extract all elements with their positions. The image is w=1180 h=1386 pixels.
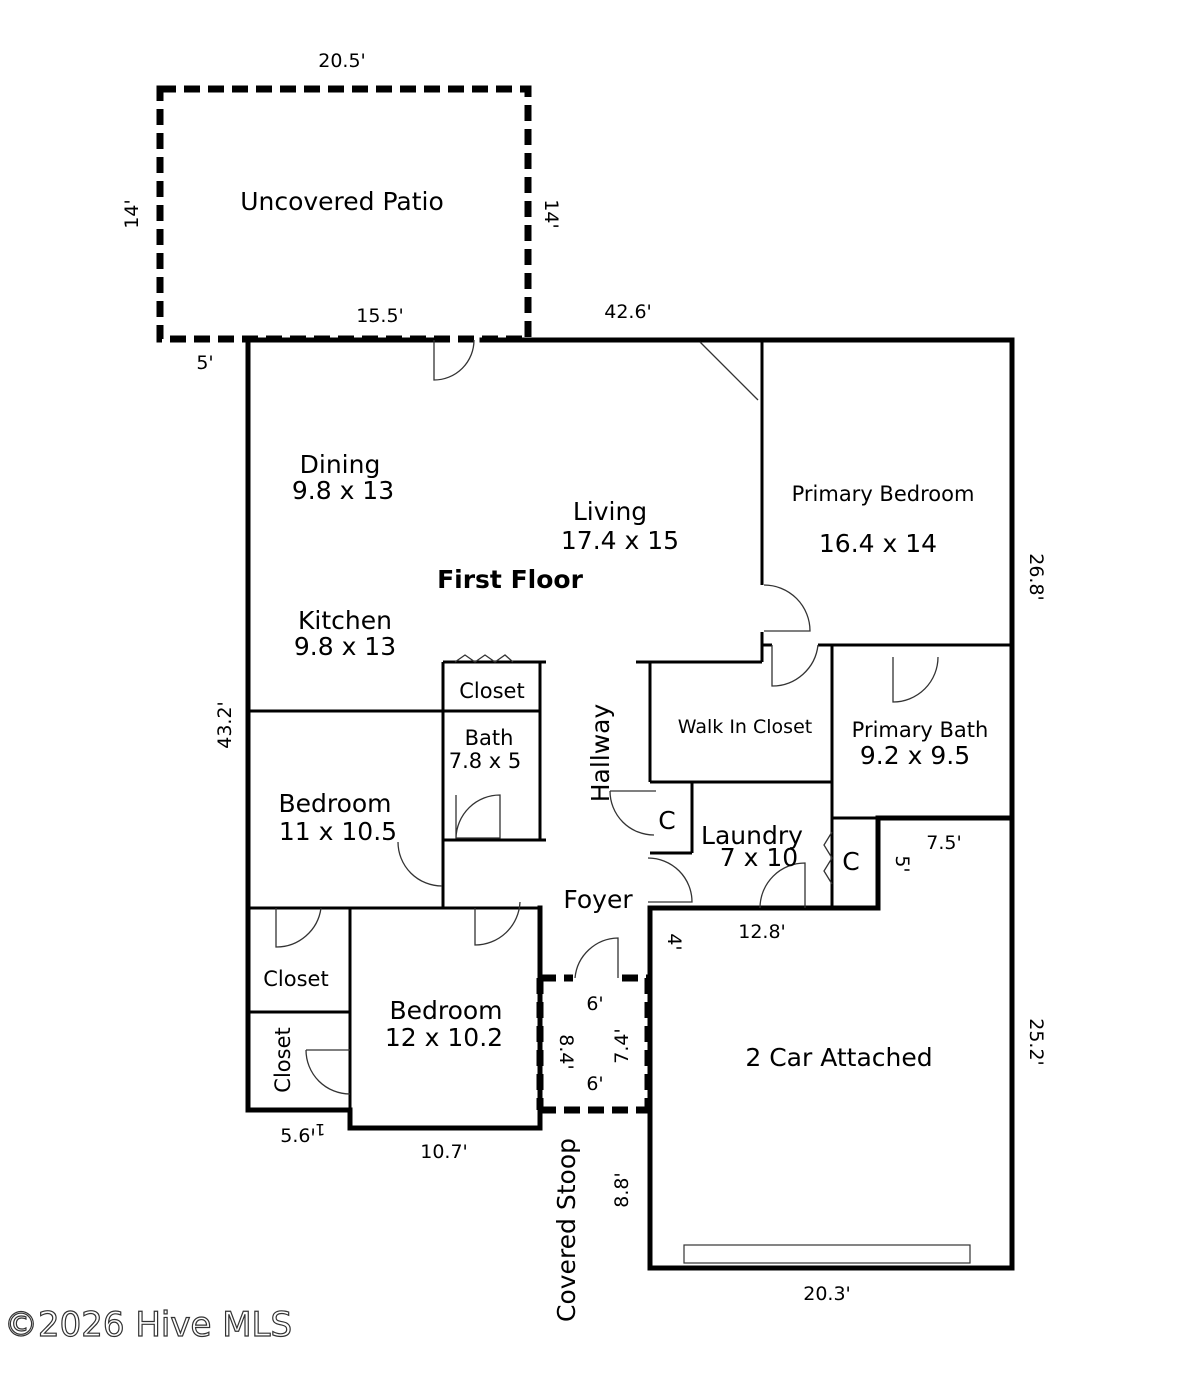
dim-stoop-left: 8.4' (555, 1034, 577, 1069)
dim-step-width: 7.5' (926, 832, 961, 854)
room-label-closet-c2: C (842, 847, 859, 876)
room-label-primary-bedroom: Primary Bedroom (792, 482, 975, 506)
dim-garage-left-top: 4' (663, 933, 685, 950)
room-size-bath: 7.8 x 5 (449, 749, 522, 773)
doors (275, 339, 971, 1264)
room-label-foyer: Foyer (563, 885, 633, 914)
dim-garage-bottom: 20.3' (803, 1283, 851, 1305)
room-label-bedroom1-closet: Closet (263, 967, 328, 991)
dim-patio-right: 14' (540, 199, 562, 228)
dim-house-right: 26.8' (1025, 553, 1047, 601)
dim-house-top: 42.6' (604, 301, 652, 323)
dim-garage-top: 12.8' (738, 921, 786, 943)
room-label-dining: Dining (300, 450, 381, 479)
dim-garage-right: 25.2' (1025, 1018, 1047, 1066)
room-label-garage: 2 Car Attached (745, 1043, 932, 1072)
room-size-living: 17.4 x 15 (561, 526, 679, 555)
room-size-primary-bath: 9.2 x 9.5 (860, 741, 970, 770)
dim-step-height: 5' (891, 855, 913, 872)
dim-bottom-bedroom: 10.7' (420, 1141, 468, 1163)
dim-bottom-left: 5.6' (280, 1125, 315, 1147)
dim-patio-bottom: 15.5' (356, 305, 404, 327)
dim-stoop-right: 7.4' (611, 1028, 633, 1063)
room-label-bath: Bath (465, 726, 514, 750)
room-label-walk-in-closet: Walk In Closet (678, 716, 812, 738)
dim-offset: 5' (196, 352, 213, 374)
room-label-living: Living (573, 497, 647, 526)
room-size-bedroom1: 11 x 10.5 (279, 817, 397, 846)
floor-title: First Floor (437, 565, 584, 594)
garage-door (683, 1244, 971, 1264)
room-label-hallway: Hallway (586, 704, 615, 803)
room-label-hall-closet: Closet (459, 679, 524, 703)
room-label-kitchen: Kitchen (298, 606, 392, 635)
room-size-dining: 9.8 x 13 (292, 476, 394, 505)
dim-garage-left-bottom: 8.8' (611, 1172, 633, 1207)
room-label-patio: Uncovered Patio (240, 187, 444, 216)
dim-patio-left: 14' (121, 199, 143, 228)
dim-stoop-bottom: 6' (586, 1073, 603, 1095)
room-size-kitchen: 9.8 x 13 (294, 632, 396, 661)
room-size-primary-bedroom: 16.4 x 14 (819, 529, 937, 558)
room-label-bedroom2: Bedroom (389, 996, 502, 1025)
stoop-outline (536, 974, 652, 1114)
room-label-bedroom2-closet: Closet (271, 1027, 295, 1092)
room-label-laundry: Laundry (701, 821, 803, 850)
dim-bottom-jog: 1' (311, 1120, 326, 1139)
watermark: ©2026 Hive MLS (4, 1305, 292, 1345)
room-size-bedroom2: 12 x 10.2 (385, 1023, 503, 1052)
room-label-primary-bath: Primary Bath (852, 718, 989, 742)
dim-patio-top: 20.5' (318, 50, 366, 72)
room-label-bedroom1: Bedroom (278, 789, 391, 818)
room-size-laundry: 7 x 10 (720, 843, 798, 872)
room-label-closet-c1: C (658, 806, 675, 835)
dim-house-left: 43.2' (214, 701, 236, 749)
interior-walls (248, 340, 1012, 1110)
dim-stoop-top: 6' (586, 993, 603, 1015)
room-label-covered-stoop: Covered Stoop (552, 1138, 581, 1322)
